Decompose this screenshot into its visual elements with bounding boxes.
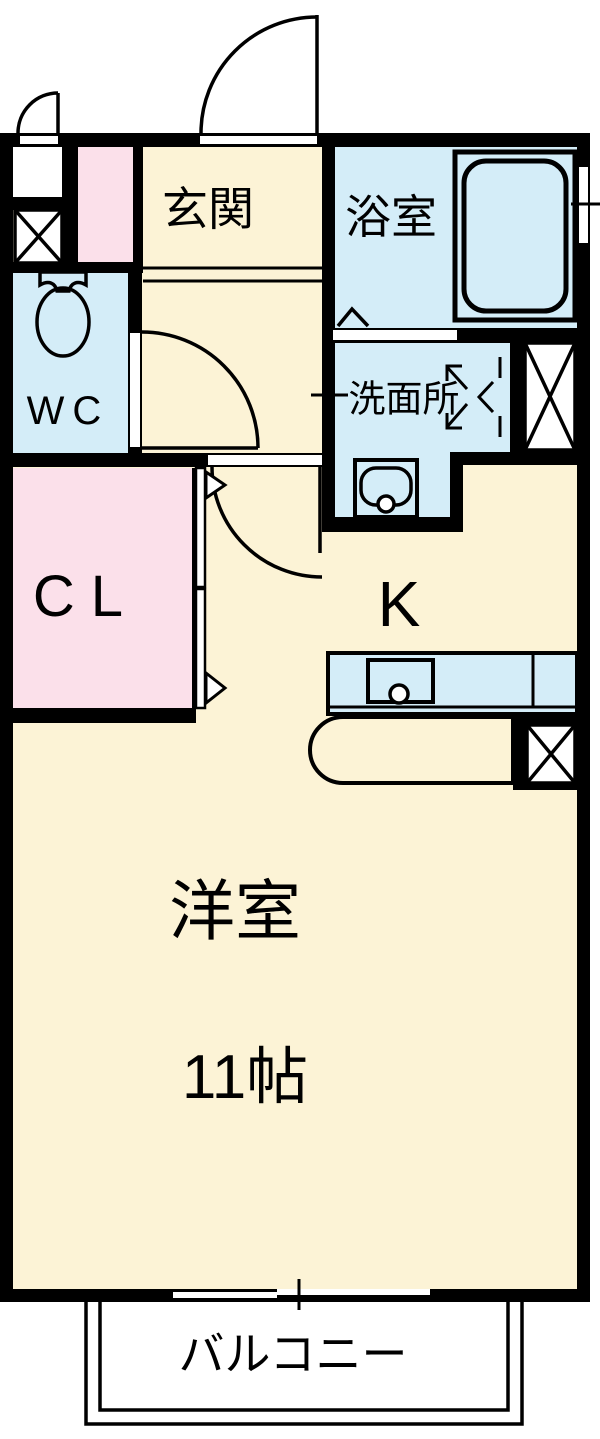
balcony-window-pane-right <box>277 1289 430 1295</box>
washing-machine-symbol-icon <box>445 357 502 437</box>
pillar-x-marks <box>13 208 577 785</box>
wall-bathroom-left <box>322 147 335 328</box>
wc-door-arc <box>141 330 260 449</box>
kitchen-door-opening <box>208 455 322 465</box>
room-label-wc: WC <box>26 389 110 433</box>
room-label-washroom: 洗面所 <box>348 378 460 420</box>
kitchen-sink-drain <box>388 683 410 705</box>
toilet-tank <box>38 270 88 293</box>
kitchen-counter <box>307 651 579 785</box>
wc-door-opening <box>130 333 140 447</box>
closet-door-leaf <box>194 466 207 589</box>
wall-utility-divider <box>13 197 62 210</box>
balcony-outer-rail <box>84 1302 524 1426</box>
room-label-balcony: バルコニー <box>178 1328 408 1380</box>
entry-door-opening <box>200 136 317 144</box>
room-label-genkan: 玄関 <box>162 183 254 235</box>
wall-bottom <box>0 1289 590 1302</box>
wc-floor <box>13 273 128 453</box>
washbasin-cabinet <box>353 458 419 519</box>
wall-washroom-left <box>322 343 335 532</box>
x-mark-icon <box>523 342 577 451</box>
wall-washroom-bottom <box>322 517 463 532</box>
room-size-main-room: 11帖 <box>181 1043 309 1112</box>
bathtub-outer <box>452 149 578 323</box>
bathroom-door-opening <box>333 330 457 340</box>
entry-door-arc <box>199 15 318 134</box>
wall-alcove-right <box>450 452 463 532</box>
bathroom-folding-door-icon <box>336 306 370 328</box>
wall-wc-top <box>13 262 143 273</box>
closet-door-triangle-icon <box>204 469 228 501</box>
room-label-bathroom: 浴室 <box>345 191 437 243</box>
wm-chevron <box>476 380 495 414</box>
utility-cell <box>13 147 62 197</box>
x-mark-icon <box>13 208 64 265</box>
washbasin-icon <box>353 458 419 519</box>
toilet-icon <box>35 270 91 358</box>
toilet-bowl <box>35 286 91 358</box>
balcony-window-pane-left <box>173 1292 277 1298</box>
room-label-kitchen: K <box>377 568 421 640</box>
utility-door-opening <box>20 136 58 144</box>
closet-floor <box>13 468 192 708</box>
genkan-step <box>143 266 322 283</box>
balcony-inner-rail <box>98 1302 510 1412</box>
bathtub-inner <box>461 158 569 314</box>
wm-arrow-downleft <box>445 403 469 430</box>
closet-door-leaf <box>194 587 207 710</box>
bathtub-icon <box>452 149 578 323</box>
balcony-outline <box>84 1302 524 1426</box>
shoe-cabinet-area <box>78 147 133 262</box>
wall-utility-right <box>62 147 78 273</box>
wall-shoecab-right <box>133 147 143 273</box>
washbasin-drain <box>376 494 396 514</box>
wall-closet-right-line <box>192 468 196 708</box>
closet-doors <box>194 466 228 710</box>
closet-door-triangle-icon <box>204 669 228 707</box>
tick-marks <box>297 202 600 1310</box>
room-label-closet: CL <box>32 564 140 629</box>
utility-door-arc <box>16 91 59 134</box>
room-label-main-room: 洋室 <box>169 874 301 948</box>
kitchen-table <box>307 715 515 785</box>
x-mark-icon <box>525 723 577 785</box>
kitchen-counter-top <box>326 651 579 716</box>
wall-closet-bottom <box>0 708 196 723</box>
wm-arrow-upleft <box>445 364 469 391</box>
